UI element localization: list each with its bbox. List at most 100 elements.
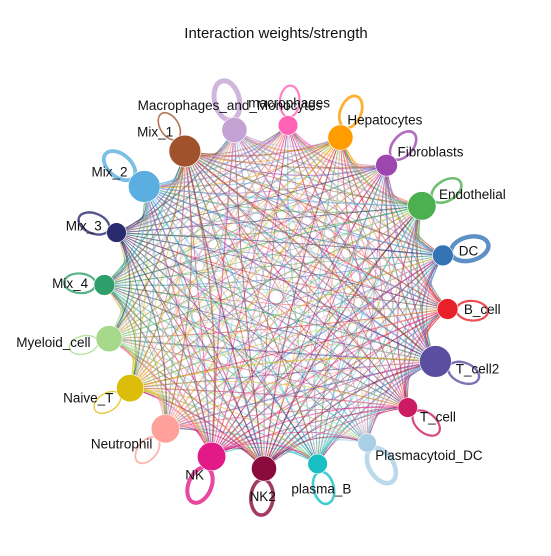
edge-naive-t-to-plasmacytoid-dc (130, 387, 368, 444)
edge-mix-4-to-nk2 (104, 284, 265, 469)
edge-macrophages-and-monocytes-to-plasmacytoid-dc (234, 129, 368, 444)
edge-nk2-to-t-cell (263, 407, 408, 469)
node-hepatocytes (327, 124, 354, 151)
edge-neutrophil-to-t-cell (165, 400, 408, 430)
node-plasmacytoid-dc (357, 433, 377, 453)
edge-nk2-to-b-cell (263, 308, 448, 469)
edge-myeloid-cell-to-t-cell (109, 338, 409, 409)
edge-nk2-to-fibroblasts (263, 165, 387, 469)
edge-naive-t-to-t-cell2 (129, 357, 436, 389)
label-myeloid-cell: Myeloid_cell (16, 335, 90, 350)
node-t-cell2 (419, 345, 452, 378)
edge-myeloid-cell-to-t-cell2 (109, 335, 436, 362)
edge-plasma-b-to-fibroblasts (317, 165, 388, 464)
node-neutrophil (150, 414, 180, 444)
label-fibroblasts: Fibroblasts (398, 144, 464, 159)
edge-t-cell-to-b-cell (405, 308, 448, 408)
edge-nk-to-t-cell2 (211, 360, 436, 457)
edge-mix-1-to-myeloid-cell (108, 151, 186, 340)
edge-mix-1-to-naive-t (129, 151, 186, 389)
label-mix-2: Mix_2 (91, 164, 127, 179)
edge-myeloid-cell-to-fibroblasts (108, 164, 387, 340)
edge-mix-1-to-fibroblasts (184, 150, 387, 169)
plot-title: Interaction weights/strength (184, 25, 367, 42)
label-t-cell: T_cell (420, 410, 456, 425)
node-macrophages (277, 115, 299, 136)
label-neutrophil: Neutrophil (91, 436, 153, 451)
edge-t-cell-to-dc (403, 255, 444, 408)
edge-naive-t-to-dc (129, 254, 444, 389)
edge-mix-1-to-t-cell2 (184, 150, 437, 363)
label-nk2: NK2 (250, 489, 276, 504)
node-mix-3 (106, 222, 127, 243)
edge-naive-t-to-b-cell (129, 308, 448, 389)
edge-mix-2-to-b-cell (143, 185, 448, 310)
edge-fibroblasts-to-macrophages-and-monocytes (234, 129, 387, 170)
edge-mix-3-to-plasma-b (116, 232, 318, 465)
node-macrophages-and-monocytes (221, 117, 248, 144)
node-nk (197, 441, 227, 472)
label-hepatocytes: Hepatocytes (347, 112, 422, 127)
label-mix-3: Mix_3 (66, 219, 102, 234)
edge-mix-4-to-endothelial (104, 205, 423, 286)
edge-myeloid-cell-to-plasma-b (109, 338, 318, 465)
edge-macrophages-and-monocytes-to-nk2 (233, 129, 265, 469)
label-plasma-b: plasma_B (291, 481, 351, 496)
node-labels: macrophagesHepatocytesFibroblastsEndothe… (16, 96, 506, 505)
edge-mix-3-to-nk (116, 232, 212, 457)
edge-mix-4-to-b-cell (104, 284, 448, 310)
edge-macrophages-and-monocytes-to-dc (234, 129, 444, 256)
node-naive-t (116, 374, 145, 403)
edge-macrophages-and-monocytes-to-mix-4 (104, 129, 235, 286)
edge-neutrophil-to-dc (165, 255, 444, 430)
edge-mix-4-to-t-cell (104, 284, 408, 408)
edge-mix-3-to-dc (116, 232, 443, 256)
edge-macrophages-and-monocytes-to-b-cell (234, 129, 448, 310)
label-dc: DC (459, 243, 479, 258)
edge-nk2-to-endothelial (263, 205, 423, 469)
edge-mix-2-to-plasma-b (143, 186, 319, 465)
edge-mix-1-to-neutrophil (164, 151, 192, 429)
edge-mix-1-to-plasmacytoid-dc (184, 150, 368, 444)
node-mix-1 (168, 134, 202, 168)
edge-nk2-to-hepatocytes (263, 137, 341, 469)
node-dc (432, 244, 454, 267)
edge-mix-1-to-plasma-b (184, 150, 319, 465)
edge-mix-2-to-nk2 (143, 186, 265, 469)
edge-macrophages-and-monocytes-to-neutrophil (164, 130, 236, 430)
edge-neutrophil-to-b-cell (165, 308, 448, 430)
edge-mix-2-to-neutrophil (143, 186, 173, 429)
edge-macrophages-and-monocytes-to-fibroblasts (234, 129, 387, 167)
edge-nk-to-endothelial (211, 205, 423, 457)
edge-naive-t-to-endothelial (129, 205, 423, 389)
edge-macrophages-and-monocytes-to-endothelial (234, 129, 423, 207)
edge-mix-4-to-t-cell2 (104, 284, 436, 362)
edge-neutrophil-to-endothelial (164, 205, 423, 430)
edge-macrophages-and-monocytes-to-t-cell2 (234, 129, 436, 362)
edge-mix-1-to-nk2 (184, 150, 265, 469)
node-fibroblasts (375, 153, 398, 177)
edge-macrophages-and-monocytes-to-myeloid-cell (108, 129, 235, 339)
label-nk: NK (185, 467, 204, 482)
label-endothelial: Endothelial (439, 187, 506, 202)
edge-dc-to-hepatocytes (340, 137, 444, 256)
edge-myeloid-cell-to-b-cell (109, 308, 448, 340)
edge-myeloid-cell-to-dc (108, 255, 443, 339)
node-myeloid-cell (95, 325, 123, 353)
label-mix-1: Mix_1 (137, 125, 173, 140)
edge-mix-2-to-t-cell (143, 186, 409, 408)
edge-mix-3-to-t-cell (116, 232, 409, 408)
edge-mix-4-to-plasmacytoid-dc (104, 284, 368, 444)
cell-type-nodes (93, 115, 459, 482)
interaction-edges (103, 124, 449, 470)
node-endothelial (407, 191, 437, 221)
edge-macrophages-and-monocytes-to-naive-t (129, 130, 235, 389)
label-t-cell2: T_cell2 (456, 362, 500, 377)
label-naive-t: Naive_T (63, 391, 113, 406)
edge-plasma-b-to-dc (317, 255, 444, 464)
label-mix-4: Mix_4 (52, 276, 89, 291)
edge-macrophages-and-monocytes-to-t-cell (233, 129, 409, 408)
edge-nk-to-fibroblasts (211, 164, 388, 457)
node-b-cell (436, 298, 459, 320)
edge-plasmacytoid-dc-to-endothelial (366, 205, 423, 443)
